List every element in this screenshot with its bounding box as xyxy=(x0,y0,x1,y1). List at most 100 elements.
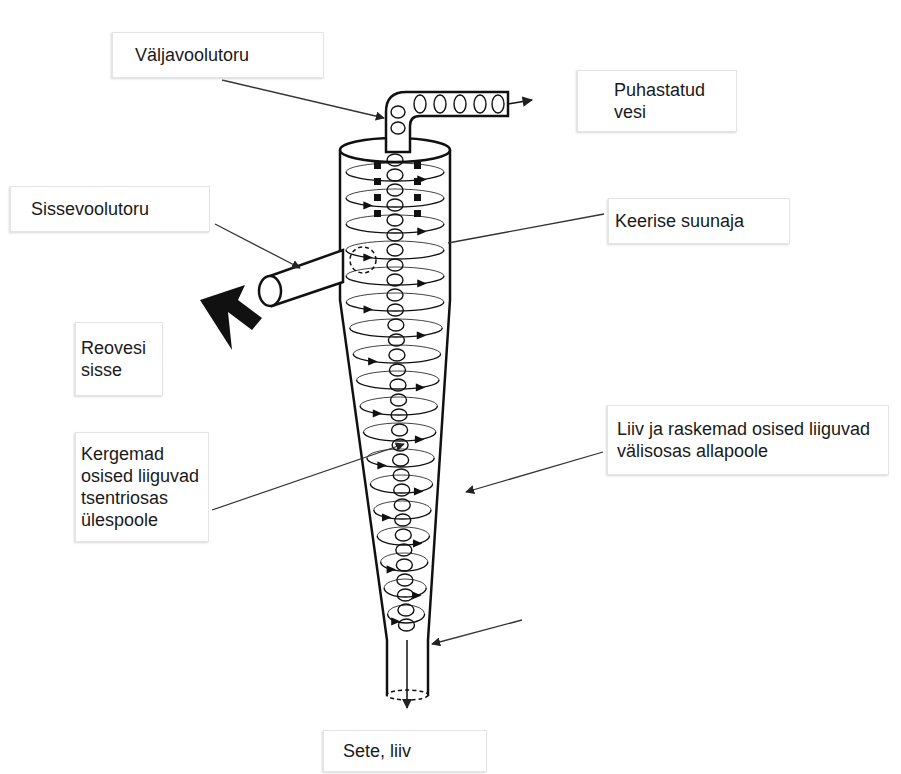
swirl-arrowhead xyxy=(418,281,425,287)
leader-line xyxy=(222,80,384,118)
callout-label: Puhastatud vesi xyxy=(577,70,737,132)
swirl-arrowhead xyxy=(416,437,423,443)
swirl-front xyxy=(346,172,444,181)
central-vortex xyxy=(387,229,403,241)
swirl-arrowhead xyxy=(373,411,380,417)
swirl-back xyxy=(350,319,443,328)
swirl-arrowhead xyxy=(417,333,424,339)
outlet-vortex xyxy=(492,95,504,113)
central-vortex xyxy=(387,169,403,181)
central-vortex xyxy=(396,559,412,571)
central-vortex xyxy=(393,469,409,481)
leader-line xyxy=(466,452,603,492)
central-vortex xyxy=(387,184,403,196)
swirl-back xyxy=(381,553,428,562)
swirl-arrowhead xyxy=(415,489,422,495)
central-vortex xyxy=(387,214,403,226)
vortex-finder-mark xyxy=(374,178,381,185)
outlet-vortex xyxy=(391,106,405,118)
outlet-vortex xyxy=(474,95,486,113)
vortex-finder-mark xyxy=(414,194,421,201)
leader-line xyxy=(432,620,522,644)
central-vortex xyxy=(387,259,403,271)
swirl-arrowhead xyxy=(418,229,425,235)
callout-label: Väljavoolutoru xyxy=(112,32,324,78)
swirl-back xyxy=(346,241,444,250)
swirl-arrowhead xyxy=(414,541,421,547)
central-vortex xyxy=(387,289,403,301)
central-vortex xyxy=(396,544,412,556)
swirl-arrowhead xyxy=(369,359,376,365)
central-vortex xyxy=(391,394,407,406)
vortex-finder-mark xyxy=(374,162,381,169)
central-vortex xyxy=(387,199,403,211)
vortex-finder-mark xyxy=(414,162,421,169)
swirl-back xyxy=(346,215,444,224)
callout-label: Kergemad osised liiguvad tsentriosas üle… xyxy=(75,432,209,542)
central-vortex xyxy=(392,424,408,436)
swirl-back xyxy=(374,501,431,510)
vortex-finder-mark xyxy=(414,178,421,185)
callout-label: Sissevoolutoru xyxy=(10,186,210,232)
swirl-front xyxy=(370,484,432,493)
overflow-arrow xyxy=(508,100,532,104)
swirl-arrowhead xyxy=(387,567,394,573)
underflow-arrow xyxy=(406,640,408,708)
outlet-vortex xyxy=(391,122,405,134)
swirl-arrowhead xyxy=(417,385,424,391)
swirl-front xyxy=(350,328,443,337)
outlet-pipe xyxy=(386,92,508,152)
swirl-arrowhead xyxy=(383,515,390,521)
central-vortex xyxy=(394,499,410,511)
central-vortex xyxy=(397,574,413,586)
swirl-back xyxy=(360,397,437,406)
central-vortex xyxy=(391,409,407,421)
vortex-finder-mark xyxy=(374,194,381,201)
central-vortex xyxy=(387,154,403,166)
central-vortex xyxy=(390,379,406,391)
swirl-arrowhead xyxy=(364,203,371,209)
central-vortex xyxy=(394,484,410,496)
central-vortex xyxy=(395,514,411,526)
callout-label: Reovesi sisse xyxy=(75,322,163,396)
swirl-arrowhead xyxy=(392,619,399,625)
swirl-front xyxy=(346,276,444,285)
cyclone-shell xyxy=(340,150,450,695)
callout-label: Sete, liiv xyxy=(323,730,487,772)
outlet-vortex xyxy=(454,95,466,113)
swirl-front xyxy=(346,250,444,259)
central-vortex xyxy=(393,454,409,466)
central-vortex xyxy=(395,529,411,541)
callout-label: Keerise suunaja xyxy=(608,198,790,244)
central-vortex xyxy=(397,589,413,601)
central-vortex xyxy=(387,304,403,316)
outlet-vortex xyxy=(414,95,426,113)
central-vortex xyxy=(398,619,414,631)
central-vortex xyxy=(388,334,404,346)
vortex-finder-mark xyxy=(374,210,381,217)
callout-label: Liiv ja raskemad osised liiguvad välisos… xyxy=(607,405,889,475)
vortex-flow xyxy=(346,95,504,631)
central-vortex xyxy=(389,364,405,376)
swirl-back xyxy=(370,475,432,484)
swirl-arrowhead xyxy=(364,307,371,313)
leader-line xyxy=(448,214,604,243)
swirl-back xyxy=(388,605,425,614)
swirl-arrowhead xyxy=(378,463,385,469)
outlet-vortex xyxy=(434,95,446,113)
cyclone-body xyxy=(259,92,508,700)
swirl-front xyxy=(360,406,437,415)
leader-line xyxy=(215,224,300,268)
central-vortex xyxy=(387,244,403,256)
leader-line xyxy=(212,444,404,510)
leader-lines xyxy=(212,80,604,644)
central-vortex xyxy=(388,319,404,331)
central-vortex xyxy=(389,349,405,361)
inlet-opening xyxy=(259,276,281,306)
vortex-finder-mark xyxy=(414,210,421,217)
central-vortex xyxy=(387,274,403,286)
vortex-finder xyxy=(374,162,421,217)
central-vortex xyxy=(398,604,414,616)
inflow-arrow xyxy=(200,285,262,350)
swirl-back xyxy=(346,163,444,172)
